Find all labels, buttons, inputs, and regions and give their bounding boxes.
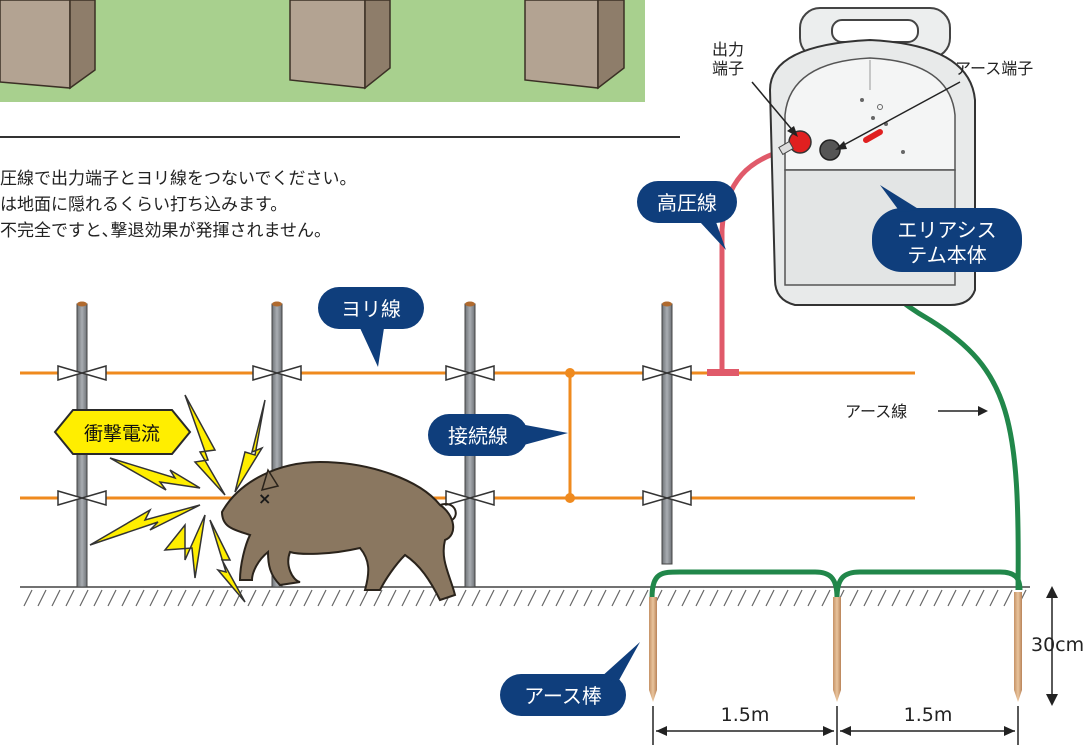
spacing-label-1: 1.5m [721, 704, 770, 726]
dimension-lines [652, 586, 1058, 745]
output-terminal-pointer [751, 81, 795, 133]
instruction-line-3: 不完全ですと､撃退効果が発揮されません。 [0, 221, 331, 241]
concrete-post [524, 0, 625, 90]
earth-wire-label: アース線 [845, 402, 907, 421]
earth-terminal [819, 139, 841, 161]
twisted-wire-label: ヨリ線 [341, 297, 401, 321]
concrete-post [0, 0, 96, 90]
concrete-post [289, 0, 391, 90]
fence-post [271, 301, 283, 588]
earth-rods [649, 592, 1022, 702]
callout-twisted-wire [318, 287, 424, 367]
callout-shock-current [53, 409, 192, 455]
ground [20, 586, 1030, 607]
svg-text:×: × [258, 489, 271, 508]
instruction-line-2: は地面に隠れるくらい打ち込みます。 [0, 195, 288, 215]
output-terminal-label-line1: 出力 [712, 40, 744, 59]
system-body-label-line1: エリアシス [897, 218, 996, 242]
earth-terminal-pointer [839, 81, 961, 148]
earth-terminal-label: アース端子 [955, 59, 1033, 78]
high-voltage-label: 高圧線 [657, 191, 717, 215]
depth-dimension-label: 30cm [1031, 634, 1084, 656]
boar: × [220, 460, 457, 602]
lightning-bolts [89, 394, 266, 603]
top-lawn-scene [0, 0, 645, 102]
instruction-line-1: 圧線で出力端子とヨリ線をつないでください。 [0, 169, 357, 189]
spacing-label-2: 1.5m [904, 704, 953, 726]
output-terminal-label-line2: 端子 [712, 59, 744, 78]
connection-wire-label: 接続線 [448, 424, 508, 448]
fence-post [661, 301, 673, 565]
shock-current-label: 衝撃電流 [84, 423, 160, 445]
callout-earth-rod [500, 642, 640, 716]
callout-system-body [872, 185, 1022, 272]
system-body-label-line2: テム本体 [907, 243, 986, 267]
callout-connection-wire [428, 414, 568, 456]
callout-high-voltage [637, 181, 737, 250]
output-terminal [788, 130, 812, 154]
earth-rod-label: アース棒 [524, 684, 602, 708]
